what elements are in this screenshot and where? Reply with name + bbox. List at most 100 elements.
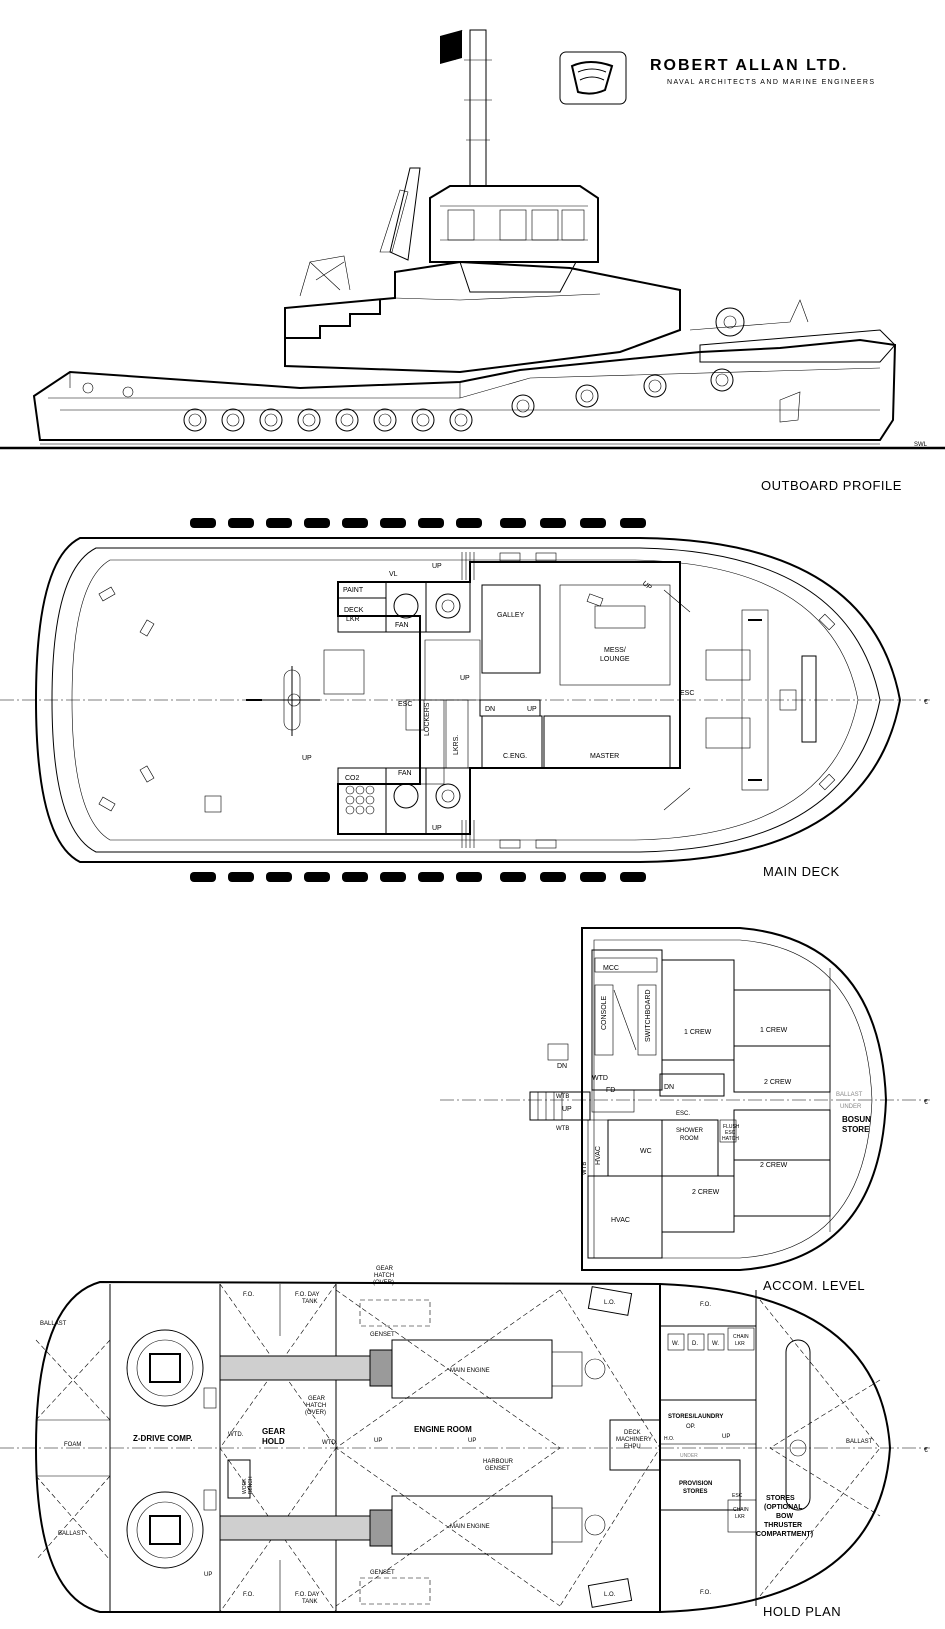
z-drive-port [126, 1329, 204, 1407]
accom-esc-label: ESC. [676, 1111, 690, 1117]
accom-centerline: € [924, 1099, 928, 1106]
hold-under-label: UNDER [680, 1453, 698, 1459]
accom-under-label: UNDER [840, 1104, 862, 1110]
z-drive-stbd [126, 1491, 204, 1569]
harbour-genset-2: GENSET [485, 1466, 510, 1472]
company-name: ROBERT ALLAN LTD. [650, 57, 848, 74]
main-deck-view: € [0, 518, 930, 882]
up-left-label: UP [302, 755, 312, 762]
accom-dn-label: DN [664, 1084, 674, 1091]
wtd-2-label: WTD. [322, 1440, 338, 1446]
flush-esc-hatch-2: ESC [725, 1130, 736, 1136]
gear-hatch-mid-1: GEAR [308, 1396, 326, 1402]
hold-up-label: UP [722, 1434, 730, 1440]
fo-3-label: F.O. [700, 1302, 711, 1308]
gear-hatch-mid-2: HATCH [306, 1403, 326, 1409]
provision-stores-1: PROVISION [679, 1481, 712, 1487]
paint-label: PAINT [343, 587, 364, 594]
crew-1b-label: 1 CREW [760, 1027, 788, 1034]
provision-stores-2: STORES [683, 1489, 708, 1495]
hold-centerline: € [924, 1447, 928, 1454]
bosun-store-label-2: STORE [842, 1125, 870, 1134]
fan-bottom-label: FAN [398, 770, 412, 777]
hold-up4-label: UP [204, 1572, 212, 1578]
flush-esc-hatch-1: FLUSH [723, 1124, 740, 1130]
gear-hatch-top-1: GEAR [376, 1266, 394, 1272]
engine-room-label: ENGINE ROOM [414, 1425, 472, 1434]
main-engine-bottom-label: MAIN ENGINE [450, 1524, 490, 1530]
wtb-side-label: WTB [582, 1162, 588, 1175]
console-label: CONSOLE [601, 995, 608, 1030]
crew-2a-label: 2 CREW [764, 1079, 792, 1086]
deck-machinery-3: EHPU [624, 1444, 641, 1450]
fo-day-top-2: TANK [302, 1299, 318, 1305]
wtd-1-label: WTD. [228, 1432, 244, 1438]
z-drive-label: Z-DRIVE COMP. [133, 1434, 192, 1443]
harbour-genset-1: HARBOUR [483, 1459, 514, 1465]
gear-hatch-top-2: HATCH [374, 1273, 394, 1279]
accom-up-label: UP [562, 1106, 572, 1113]
hold-plan-view: € [0, 1266, 930, 1613]
switchboard-label: SWITCHBOARD [645, 990, 652, 1043]
lockers-label: LOCKERS [424, 702, 431, 736]
up-stair-label: UP [460, 675, 470, 682]
main-engine-top-label: MAIN ENGINE [450, 1368, 490, 1374]
mess-label-1: MESS/ [604, 647, 626, 654]
c-eng-label: C.ENG. [503, 753, 527, 760]
w2-label: W. [712, 1341, 719, 1347]
wtd-label: WTD [592, 1075, 608, 1082]
hvac-label: HVAC [611, 1217, 630, 1224]
genset-bottom-label: GENSET [370, 1570, 395, 1576]
gear-hatch-top-3: (OVER) [373, 1280, 394, 1286]
lo-top-label: L.O. [604, 1300, 616, 1306]
ho-label: H.O. [664, 1436, 674, 1442]
accom-dn2-label: DN [557, 1063, 567, 1070]
wtb-bottom-label: WTB [556, 1126, 569, 1132]
chain-lkr-bottom-2: LKR [735, 1514, 745, 1520]
deck-lkr-label-1: DECK [344, 607, 364, 614]
fo-1-label: F.O. [243, 1292, 254, 1298]
hold-esc-label: ESC [732, 1493, 743, 1499]
shower-label-2: ROOM [680, 1136, 699, 1142]
genset-top-label: GENSET [370, 1332, 395, 1338]
outboard-profile-view: SWL [0, 29, 945, 450]
op-label: OP. [686, 1424, 696, 1430]
fo-day-top-1: F.O. DAY [295, 1292, 320, 1298]
work-bench-2: BENCH [248, 1476, 254, 1494]
work-bench-1: WORK [242, 1478, 248, 1494]
hold-up2-label: UP [374, 1438, 382, 1444]
master-label: MASTER [590, 753, 619, 760]
shower-label-1: SHOWER [676, 1128, 704, 1134]
foam-label: FOAM [64, 1442, 81, 1448]
stores-bow-1: STORES [766, 1495, 795, 1502]
ballast-bl-label: BALLAST [58, 1531, 85, 1537]
main-deck-title: MAIN DECK [763, 864, 840, 879]
accom-ballast-label: BALLAST [836, 1092, 863, 1098]
fo-day-bottom-2: TANK [302, 1599, 318, 1605]
deck-lkr-label-2: LKR [346, 616, 360, 623]
chain-lkr-top-2: LKR [735, 1341, 745, 1347]
co2-label: CO2 [345, 775, 360, 782]
lo-bottom-label: L.O. [604, 1592, 616, 1598]
esc-right-label: ESC [680, 690, 694, 697]
w-label: W. [672, 1341, 679, 1347]
d-label: D. [692, 1341, 698, 1347]
accom-level-title: ACCOM. LEVEL [763, 1278, 865, 1293]
crew-2b-label: 2 CREW [760, 1162, 788, 1169]
fo-day-bottom-1: F.O. DAY [295, 1592, 320, 1598]
fan-top-label: FAN [395, 622, 409, 629]
stores-bow-3: BOW [776, 1513, 794, 1520]
vl-label: VL [389, 571, 398, 578]
galley-label: GALLEY [497, 612, 525, 619]
chain-lkr-top-1: CHAIN [733, 1334, 749, 1340]
gear-hatch-mid-3: (OVER) [305, 1410, 326, 1416]
main-deck-centerline: € [924, 699, 928, 706]
ballast-right-label: BALLAST [846, 1439, 873, 1445]
deck-machinery-1: DECK [624, 1430, 641, 1436]
up-bottom-label: UP [432, 825, 442, 832]
crew-2c-label: 2 CREW [692, 1189, 720, 1196]
esc-left-label: ESC [398, 701, 412, 708]
up-right-label: UP [641, 580, 653, 592]
wc-label: WC [640, 1148, 652, 1155]
